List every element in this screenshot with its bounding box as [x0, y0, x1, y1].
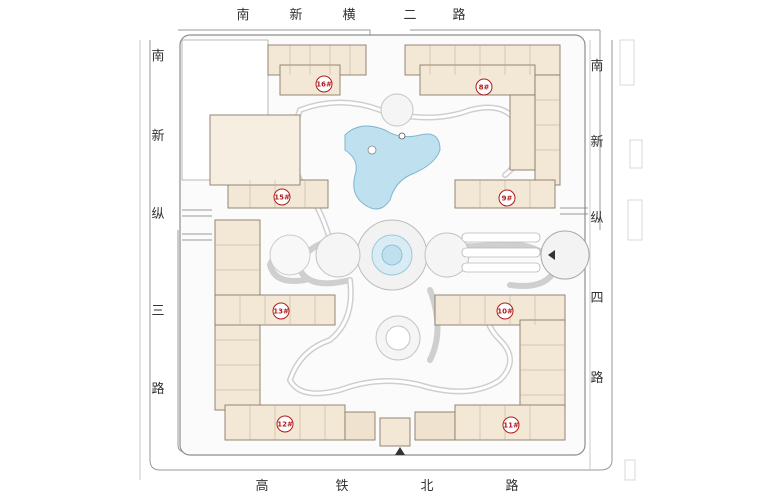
- building-16-label: 16#: [316, 81, 332, 89]
- road-north-char-0: 南: [236, 7, 249, 23]
- south-podium-west: [344, 411, 376, 441]
- road-west-char-0: 南: [151, 48, 164, 64]
- building-8-label: 8#: [479, 84, 490, 92]
- west-gate-marks: [182, 207, 588, 241]
- building-unit-lines: [215, 45, 565, 440]
- road-south-char-2: 北: [420, 479, 433, 494]
- road-name-south: 高铁北路: [255, 478, 518, 494]
- road-north-char-4: 路: [452, 7, 465, 23]
- building-15-podium: [209, 114, 301, 186]
- building-badges: 16# 8# 15# 9# 13# 10# 12# 11#: [272, 75, 520, 434]
- building-13-label: 13#: [273, 308, 289, 316]
- road-south-char-0: 高: [255, 478, 268, 494]
- building-east-inner: [509, 94, 536, 171]
- building-west-column: [214, 219, 261, 301]
- building-east-column: [534, 74, 561, 186]
- east-roundabout: [540, 230, 590, 280]
- road-edges: [139, 29, 613, 480]
- road-east-char-4: 路: [590, 370, 603, 386]
- road-east-char-1: 新: [590, 134, 603, 150]
- road-north-char-3: 二: [403, 8, 416, 23]
- neighbour-outlines: [619, 39, 643, 481]
- pond-island: [367, 145, 377, 155]
- pond: [344, 125, 441, 210]
- road-east-char-0: 南: [590, 58, 603, 74]
- building-12-label: 12#: [277, 421, 293, 429]
- badge-9: 9#: [498, 189, 516, 207]
- road-north-char-2: 横: [342, 8, 355, 23]
- road-south-char-3: 路: [505, 478, 518, 494]
- pond-marker: [398, 132, 406, 140]
- road-south-char-1: 铁: [335, 479, 348, 494]
- road-name-north: 南新横二路: [236, 7, 465, 23]
- south-entrance-arrow-icon: [395, 447, 405, 455]
- badge-15: 15#: [273, 188, 291, 206]
- road-east-char-3: 四: [590, 291, 603, 306]
- badge-12: 12#: [276, 415, 294, 433]
- badge-13: 13#: [272, 302, 290, 320]
- south-gate: [379, 417, 411, 447]
- fountain-plaza: [269, 93, 470, 361]
- road-north-char-1: 新: [289, 7, 302, 23]
- building-15-label: 15#: [274, 194, 290, 202]
- building-9-label: 9#: [502, 195, 513, 203]
- building-10-label: 10#: [497, 308, 513, 316]
- badge-8: 8#: [475, 78, 493, 96]
- badge-10: 10#: [496, 302, 514, 320]
- east-entrance-arrow-icon: [548, 250, 555, 260]
- badge-11: 11#: [502, 416, 520, 434]
- road-west-char-4: 路: [151, 381, 164, 397]
- building-11-label: 11#: [503, 422, 519, 430]
- entrance-markers: [395, 250, 555, 455]
- road-east-char-2: 纵: [590, 211, 603, 226]
- badge-16: 16#: [315, 75, 333, 93]
- road-west-char-2: 纵: [151, 207, 164, 222]
- road-west-char-3: 三: [151, 304, 164, 319]
- building-west-lower: [214, 309, 261, 411]
- south-podium-east: [414, 411, 456, 441]
- building-east-lower: [519, 319, 566, 411]
- road-west-char-1: 新: [151, 128, 164, 144]
- pergola-rows: [461, 232, 541, 273]
